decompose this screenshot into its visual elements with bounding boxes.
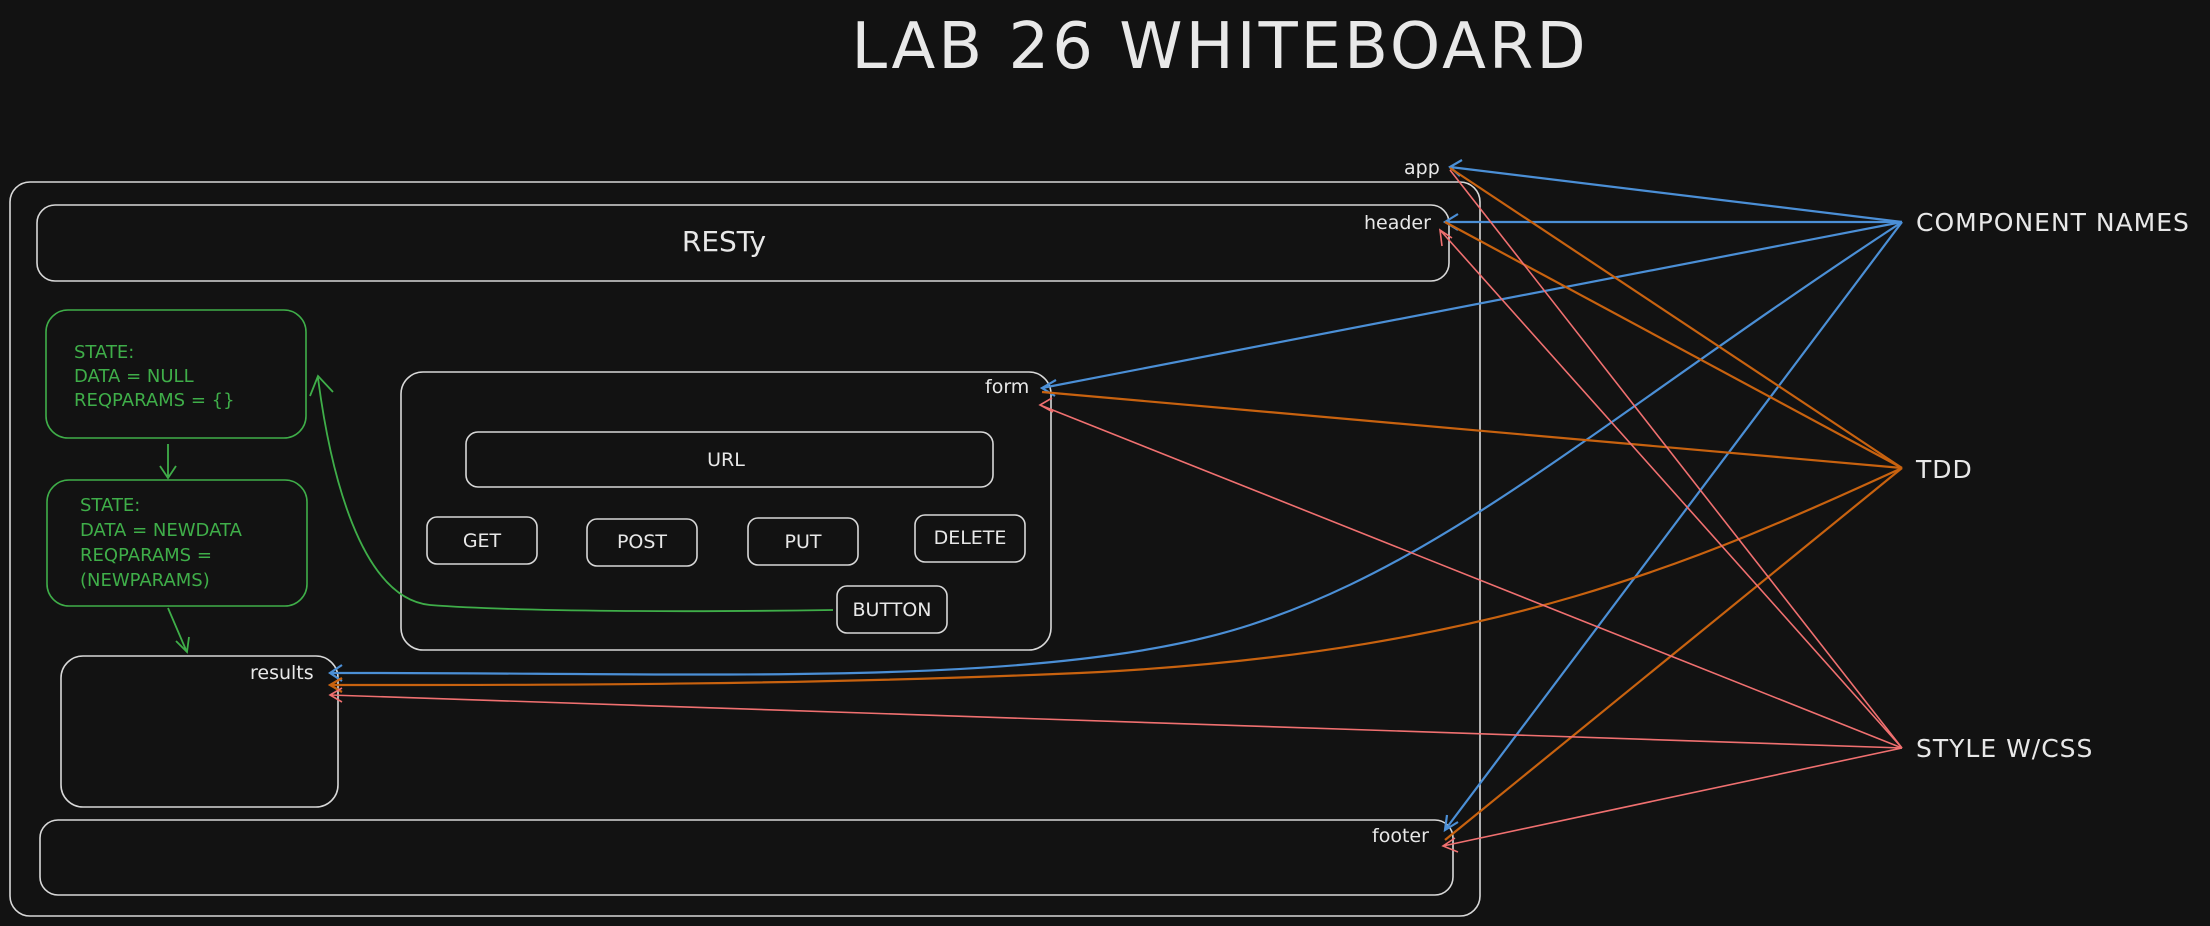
method-post-box (586, 518, 698, 567)
results-box (60, 655, 339, 808)
method-get-label: GET (463, 530, 502, 552)
legend-style: STYLE W/CSS (1916, 734, 2093, 763)
app-label: app (1404, 157, 1440, 179)
legend-tdd: TDD (1915, 455, 1973, 484)
state-transition-arrow (159, 444, 177, 480)
footer-label: footer (1372, 825, 1429, 847)
header-text: RESTy (682, 225, 766, 258)
method-delete-label: DELETE (934, 527, 1007, 549)
style-arrows (328, 169, 1903, 853)
url-field-box (465, 431, 994, 488)
legend-component-names: COMPONENT NAMES (1916, 208, 2190, 237)
state-box-initial-line: STATE: (74, 342, 134, 363)
method-put-label: PUT (785, 531, 822, 553)
state-box-updated (46, 479, 308, 607)
state-box-updated-line: (NEWPARAMS) (80, 570, 210, 591)
method-delete-box (914, 514, 1026, 563)
method-post-label: POST (617, 531, 667, 553)
url-field-label: URL (707, 449, 745, 471)
footer-box (39, 819, 1454, 896)
form-label: form (985, 376, 1029, 398)
state-box-updated-line: DATA = NEWDATA (80, 520, 243, 541)
state-box-initial-line: DATA = NULL (74, 366, 194, 387)
form-box (400, 371, 1052, 651)
submit-button-label: BUTTON (853, 599, 932, 621)
submit-button-box (836, 585, 948, 634)
button-to-state-arrow (309, 374, 834, 613)
header-label: header (1364, 212, 1431, 234)
page-title: LAB 26 WHITEBOARD (851, 10, 1588, 84)
state-box-updated-line: STATE: (80, 495, 140, 516)
state-box-initial-line: REQPARAMS = {} (74, 390, 235, 411)
state-box-initial (45, 309, 307, 439)
app-container (9, 181, 1481, 917)
header-box (36, 204, 1450, 282)
method-put-box (747, 517, 859, 566)
results-label: results (250, 662, 314, 684)
method-get-box (426, 516, 538, 565)
tdd-arrows (327, 167, 1903, 841)
state-box-updated-line: REQPARAMS = (80, 545, 212, 566)
state-to-results-arrow (167, 607, 190, 654)
component-names-arrows (328, 159, 1903, 833)
